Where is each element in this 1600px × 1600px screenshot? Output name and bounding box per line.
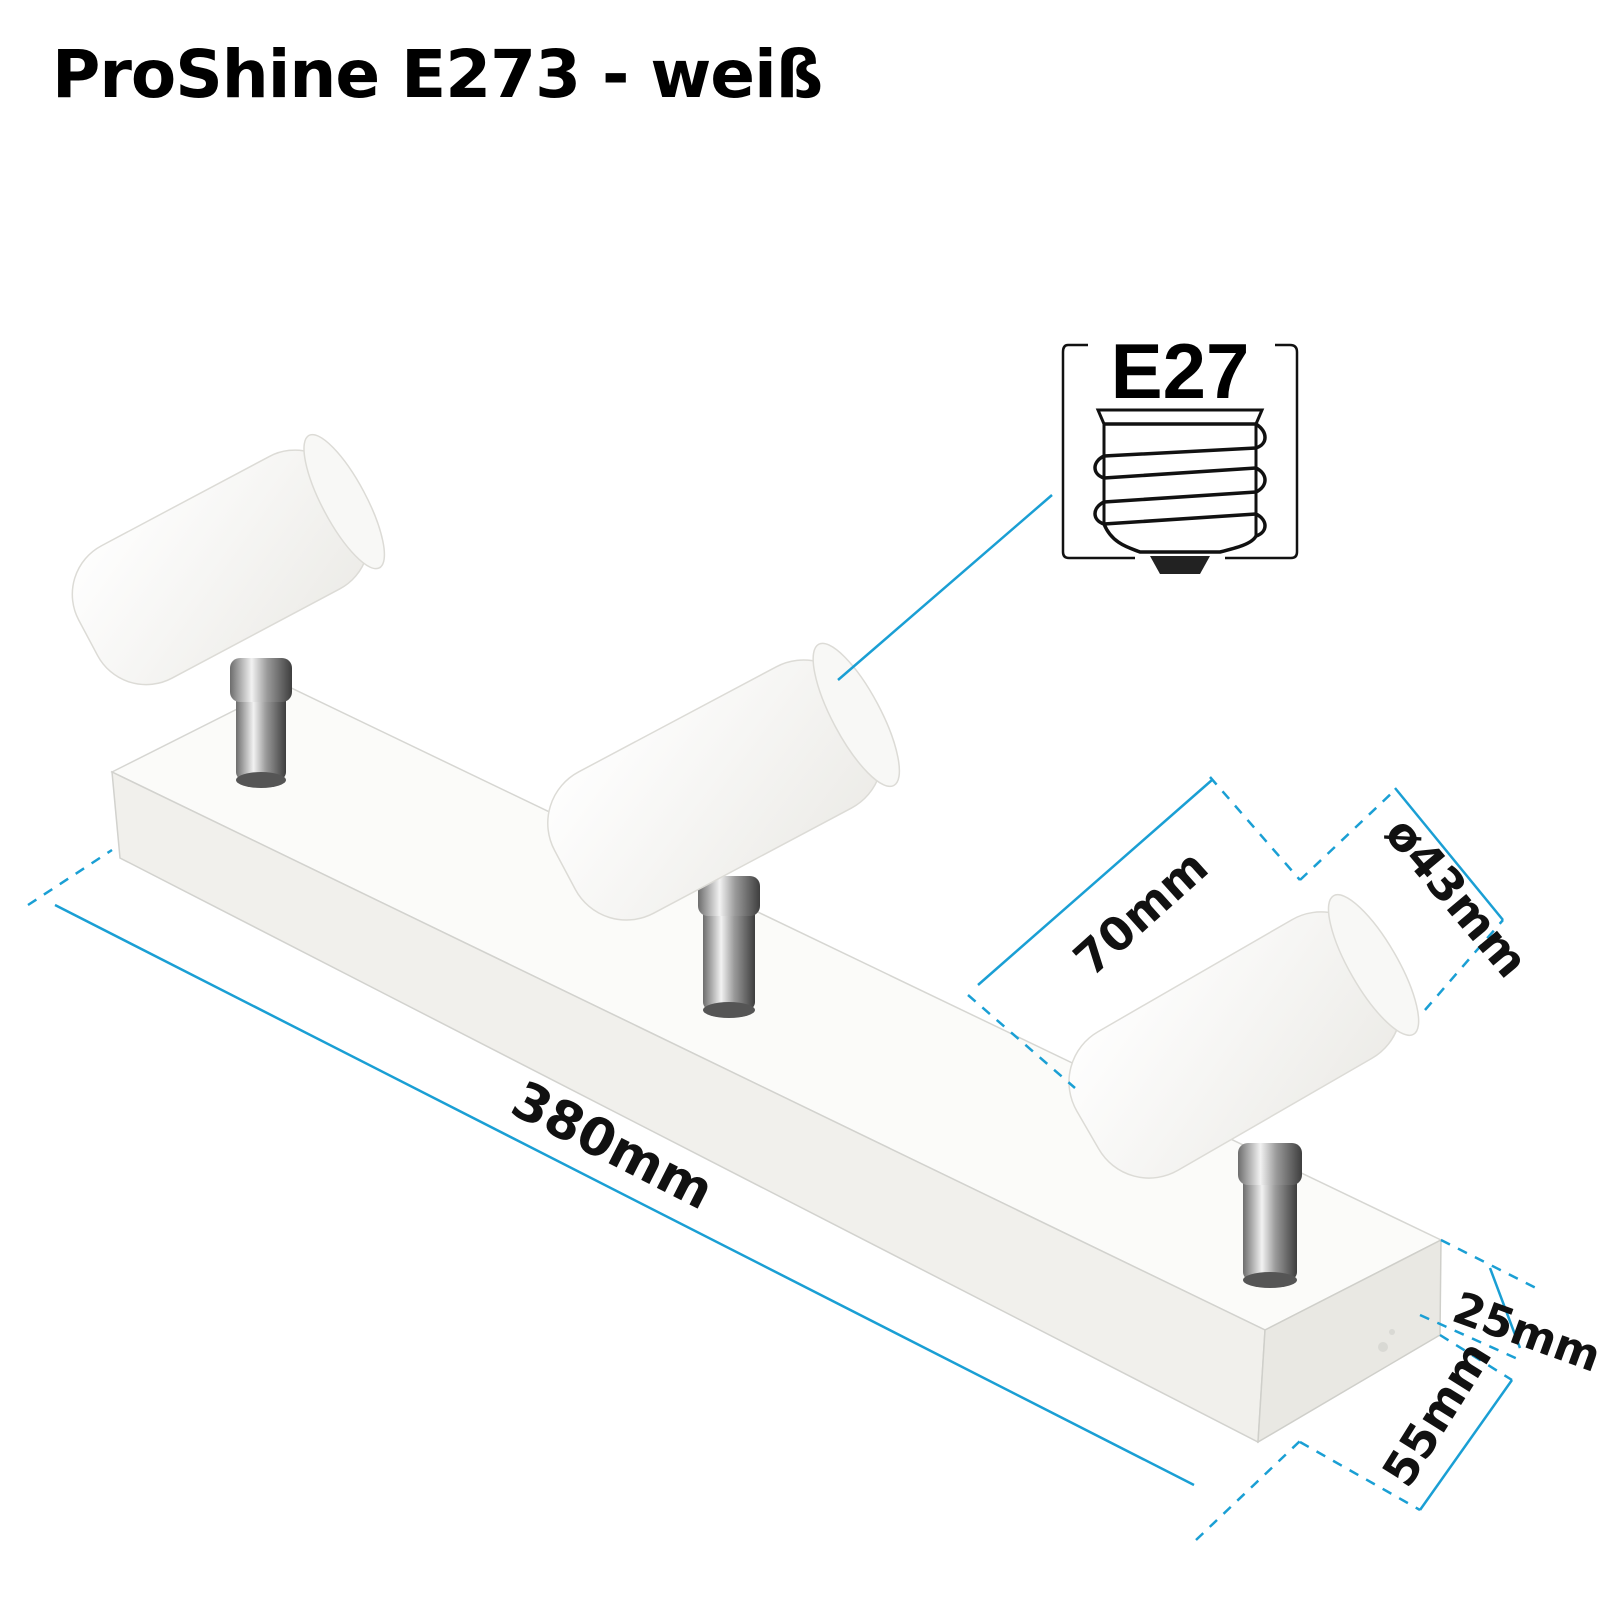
base-width-dimension-line — [1418, 1379, 1514, 1511]
bar-screw — [1378, 1342, 1388, 1352]
chrome-joint — [230, 658, 292, 702]
dimension-lines — [27, 494, 1541, 1541]
diameter-dimension-line — [1394, 787, 1504, 921]
length-dimension-line — [54, 903, 1195, 1487]
e27-leader-line — [837, 494, 1053, 681]
spotlight-3 — [1068, 893, 1420, 1288]
spotlight-2 — [547, 642, 901, 1018]
base-height-dimension-line — [1488, 1267, 1522, 1349]
product-title: ProShine E273 - weiß — [52, 36, 823, 113]
spotlight-1 — [71, 433, 386, 788]
e27-socket-icon: E27 — [1061, 327, 1299, 574]
chrome-joint — [698, 876, 760, 916]
shade-length-label: 70mm — [1063, 839, 1218, 986]
chrome-joint — [1238, 1143, 1302, 1185]
bar-screw — [1389, 1329, 1395, 1335]
shade-length-dimension-line — [977, 779, 1213, 986]
e27-label: E27 — [1111, 327, 1250, 415]
